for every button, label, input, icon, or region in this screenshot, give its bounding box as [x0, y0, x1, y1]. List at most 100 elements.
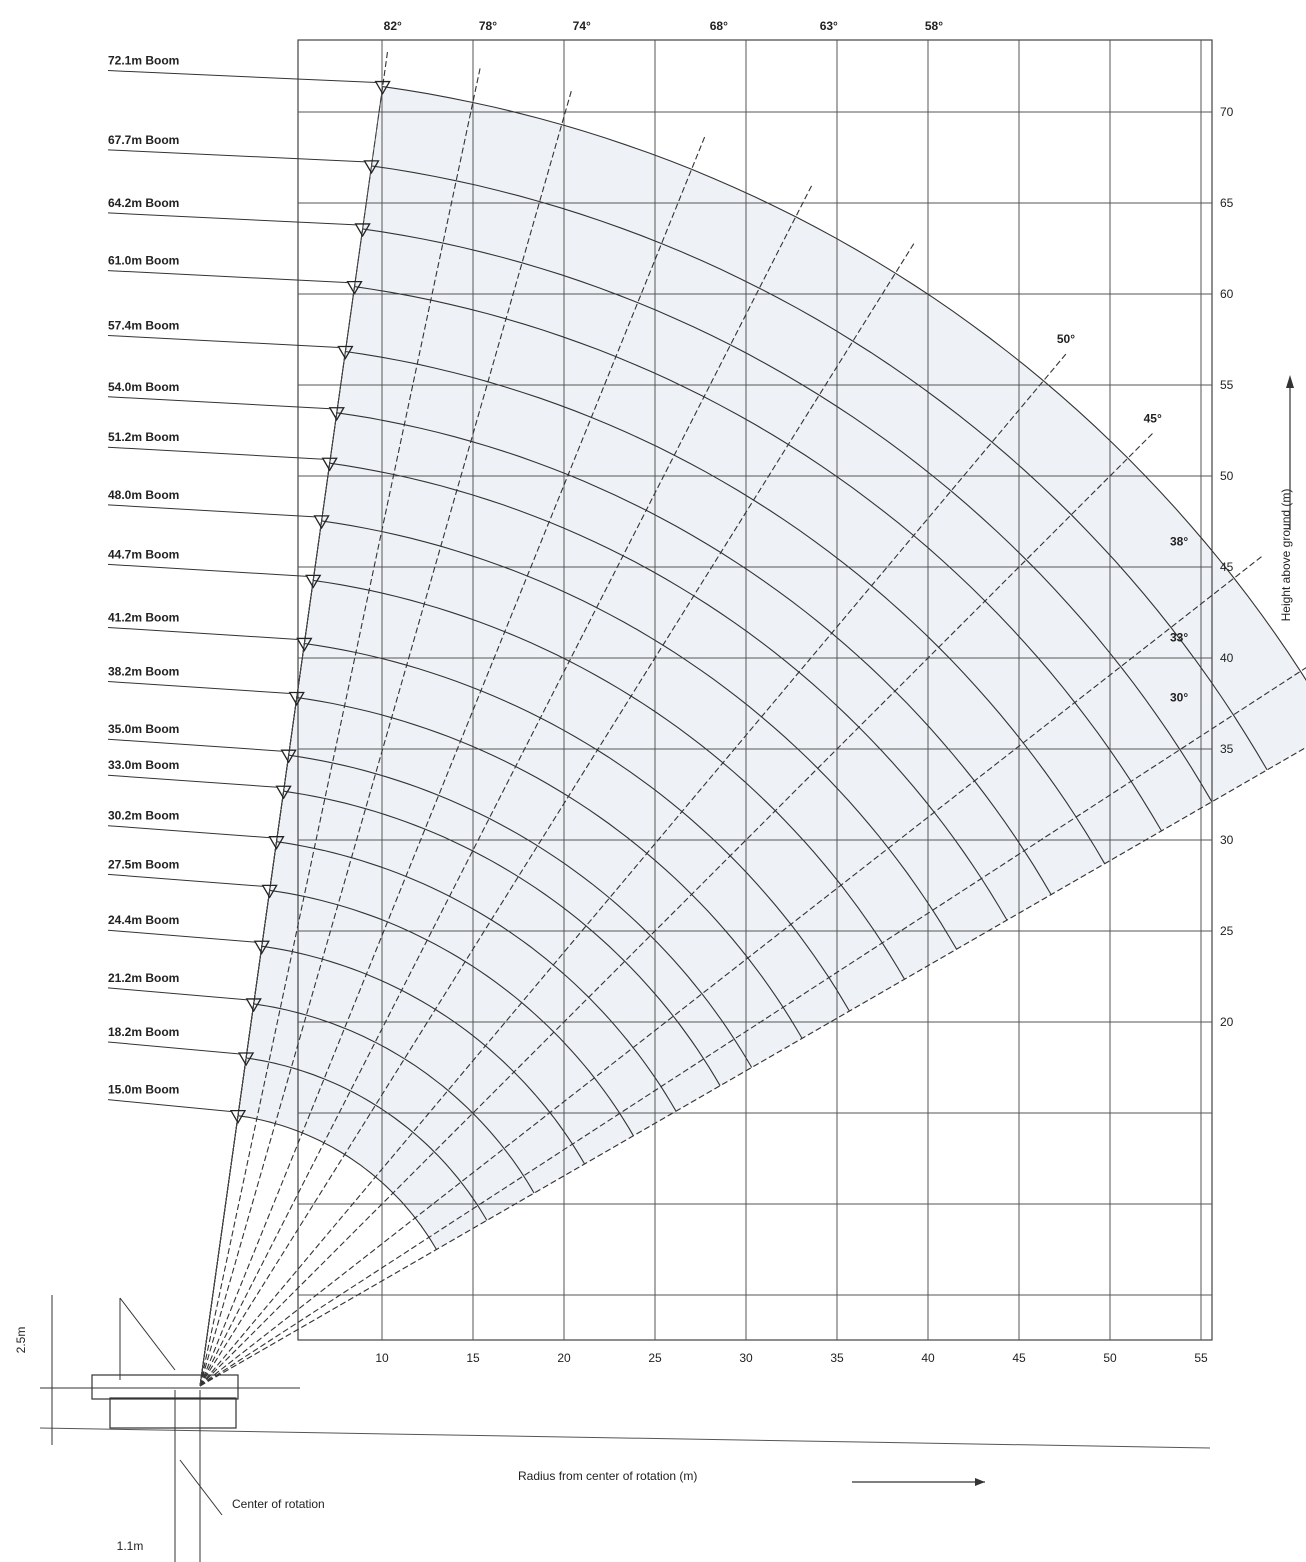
- boom-length-label: 72.1m Boom: [108, 54, 179, 68]
- boom-length-label: 61.0m Boom: [108, 254, 179, 268]
- boom-length-arc: [382, 86, 1306, 681]
- boom-label-leader: [107, 626, 299, 640]
- boom-length-label: 57.4m Boom: [108, 318, 179, 332]
- boom-length-label: 64.2m Boom: [108, 196, 179, 210]
- x-tick-label: 20: [557, 1351, 571, 1365]
- boom-length-arc: [269, 889, 634, 1137]
- working-range-area: [237, 86, 1306, 1250]
- boom-label-leader: [107, 774, 278, 788]
- y-tick-label: 60: [1220, 287, 1234, 301]
- boom-tip-marker: [261, 884, 278, 899]
- boom-label-leader: [107, 681, 291, 695]
- boom-label-leader: [107, 446, 324, 460]
- boom-length-arc: [329, 462, 1008, 921]
- boom-length-label: 18.2m Boom: [108, 1025, 179, 1039]
- boom-length-label: 15.0m Boom: [108, 1083, 179, 1097]
- boom-label-leader: [107, 987, 248, 1001]
- boom-tip-marker: [288, 691, 305, 706]
- x-tick-label: 45: [1012, 1351, 1026, 1365]
- crane-base: [39, 1295, 1211, 1562]
- boom-length-label: 35.0m Boom: [108, 722, 179, 736]
- boom-label-leader: [107, 1041, 241, 1055]
- boom-tip-marker: [280, 749, 297, 764]
- boom-length-arc: [362, 228, 1213, 803]
- boom-length-label: 24.4m Boom: [108, 913, 179, 927]
- boom-length-arc: [296, 696, 803, 1039]
- boom-length-label: 27.5m Boom: [108, 857, 179, 871]
- boom-length-arc: [313, 579, 905, 980]
- boom-length-arc: [246, 1057, 488, 1221]
- y-tick-label: 70: [1220, 105, 1234, 119]
- angle-labels: 82°78°74°68°63°58°50°45°38°33°30°: [384, 19, 1189, 705]
- boom-length-arc: [321, 520, 958, 950]
- y-axis-label: Height above ground (m): [1279, 489, 1293, 622]
- boom-length-label: 33.0m Boom: [108, 758, 179, 772]
- boom-label-leader: [107, 929, 256, 943]
- x-axis-label: Radius from center of rotation (m): [518, 1469, 697, 1483]
- boom-length-label: 38.2m Boom: [108, 665, 179, 679]
- y-tick-label: 45: [1220, 560, 1234, 574]
- y-tick-label: 30: [1220, 833, 1234, 847]
- x-tick-label: 10: [375, 1351, 389, 1365]
- boom-length-arc: [288, 754, 753, 1068]
- boom-tip-marker: [253, 940, 270, 955]
- boom-label-leader: [107, 1099, 233, 1113]
- boom-length-arc: [345, 350, 1106, 864]
- boom-tip-marker: [313, 515, 330, 530]
- x-tick-label: 55: [1194, 1351, 1208, 1365]
- boom-length-arc: [237, 1115, 437, 1250]
- y-tick-label: 40: [1220, 651, 1234, 665]
- top-angle-label: 63°: [820, 19, 838, 33]
- boom-tip-marker: [321, 457, 338, 472]
- boom-label-leader: [107, 504, 316, 518]
- y-tick-label: 35: [1220, 742, 1234, 756]
- boom-label-leader: [107, 334, 340, 348]
- y-tick-label: 65: [1220, 196, 1234, 210]
- boom-length-arc: [354, 286, 1162, 832]
- boom-length-arcs: [199, 80, 1306, 1387]
- x-tick-label: 30: [739, 1351, 753, 1365]
- boom-tip-marker: [374, 80, 391, 95]
- boom-label-leader: [107, 212, 357, 226]
- x-tick-label: 35: [830, 1351, 844, 1365]
- boom-tip-marker: [337, 345, 354, 360]
- boom-label-leader: [107, 825, 271, 839]
- boom-length-arc: [276, 841, 677, 1112]
- offset-label: 1.1m: [117, 1539, 144, 1553]
- boom-length-arc: [253, 1003, 535, 1194]
- boom-length-label: 67.7m Boom: [108, 133, 179, 147]
- boom-tip-marker: [354, 223, 371, 238]
- right-angle-label: 50°: [1057, 332, 1075, 346]
- right-angle-label: 30°: [1170, 691, 1188, 705]
- boom-label-leader: [107, 563, 308, 577]
- pivot-height-label: 2.5m: [14, 1327, 28, 1354]
- boom-tip-marker: [268, 836, 285, 850]
- x-tick-label: 25: [648, 1351, 662, 1365]
- top-angle-label: 82°: [384, 19, 402, 33]
- boom-length-labels: 72.1m Boom 67.7m Boom 64.2m Boom 61.0m Boom…: [107, 54, 377, 1113]
- boom-length-label: 30.2m Boom: [108, 809, 179, 823]
- x-tick-label: 50: [1103, 1351, 1117, 1365]
- range-shading: [237, 86, 1306, 1250]
- boom-label-leader: [107, 270, 349, 284]
- top-angle-label: 68°: [710, 19, 728, 33]
- boom-tip-marker: [305, 574, 322, 589]
- x-tick-label: 40: [921, 1351, 935, 1365]
- right-angle-label: 45°: [1144, 411, 1162, 425]
- boom-tip-marker: [296, 637, 313, 652]
- boom-label-leader: [107, 873, 264, 887]
- top-angle-label: 58°: [925, 19, 943, 33]
- right-angle-label: 33°: [1170, 630, 1188, 644]
- boom-length-arc: [371, 165, 1268, 771]
- boom-label-leader: [107, 149, 366, 163]
- boom-label-leader: [107, 70, 377, 84]
- y-tick-label: 25: [1220, 924, 1234, 938]
- boom-length-label: 44.7m Boom: [108, 547, 179, 561]
- boom-tip-marker: [275, 785, 292, 800]
- boom-tip-marker: [237, 1052, 255, 1067]
- boom-length-arc: [304, 642, 850, 1012]
- x-tick-label: 15: [466, 1351, 480, 1365]
- right-angle-label: 38°: [1170, 535, 1188, 549]
